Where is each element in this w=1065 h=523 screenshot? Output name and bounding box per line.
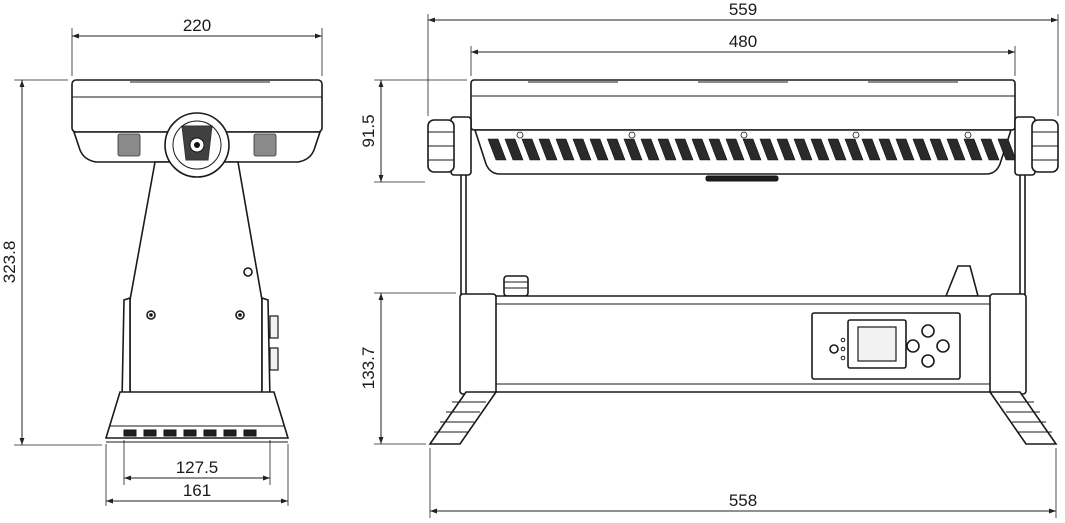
led-lens	[674, 138, 694, 161]
led-lens	[776, 138, 796, 161]
led-lens	[572, 138, 592, 161]
led-lens	[640, 138, 660, 161]
dim-front-overall-width: 559	[729, 0, 757, 19]
led-lens	[793, 138, 813, 161]
led-lens	[521, 138, 541, 161]
front-view: 559 480 91.5 133.7 558	[359, 0, 1059, 518]
dim-side-base-inner: 127.5	[176, 458, 219, 477]
led-array	[487, 131, 1017, 161]
dim-front-head-height: 91.5	[359, 114, 378, 147]
led-lens	[980, 138, 1000, 161]
led-lens	[929, 138, 949, 161]
led-lens	[657, 138, 677, 161]
led-lens	[963, 138, 983, 161]
led-lens	[827, 138, 847, 161]
side-view: 220 323.8 127.5 161	[0, 16, 323, 506]
led-lens	[844, 138, 864, 161]
led-lens	[810, 138, 830, 161]
dim-side-width-top: 220	[183, 16, 211, 35]
led-lens	[861, 138, 881, 161]
panel-screw	[852, 131, 860, 139]
dim-front-base-width: 558	[729, 491, 757, 510]
tilt-knob-icon	[164, 112, 230, 178]
led-lens	[504, 138, 524, 161]
panel-screw	[516, 131, 524, 139]
panel-screw	[964, 131, 972, 139]
button-right-icon	[936, 339, 950, 353]
led-lens	[555, 138, 575, 161]
control-panel	[811, 312, 961, 380]
led-lens	[759, 138, 779, 161]
led-lens	[538, 138, 558, 161]
led-lens	[912, 138, 932, 161]
led-lens	[878, 138, 898, 161]
dim-side-height: 323.8	[0, 241, 19, 284]
base-vent-slots	[123, 429, 257, 437]
button-left-icon	[906, 339, 920, 353]
led-lens	[708, 138, 728, 161]
dim-front-base-height: 133.7	[359, 347, 378, 390]
power-connector-icon	[503, 275, 529, 297]
right-foot	[988, 391, 1058, 445]
button-up-icon	[921, 324, 935, 338]
led-lens	[691, 138, 711, 161]
dim-side-base-outer: 161	[183, 481, 211, 500]
panel-screw	[628, 131, 636, 139]
panel-screw	[740, 131, 748, 139]
right-tilt-knob-icon	[1031, 119, 1059, 173]
left-foot	[428, 391, 498, 445]
led-lens	[725, 138, 745, 161]
led-lens	[742, 138, 762, 161]
button-down-icon	[921, 354, 935, 368]
led-lens	[895, 138, 915, 161]
led-lens	[487, 138, 507, 161]
left-tilt-knob-icon	[427, 119, 455, 173]
led-lens	[623, 138, 643, 161]
led-lens	[946, 138, 966, 161]
led-lens	[606, 138, 626, 161]
dim-front-head-width: 480	[729, 32, 757, 51]
led-lens	[589, 138, 609, 161]
